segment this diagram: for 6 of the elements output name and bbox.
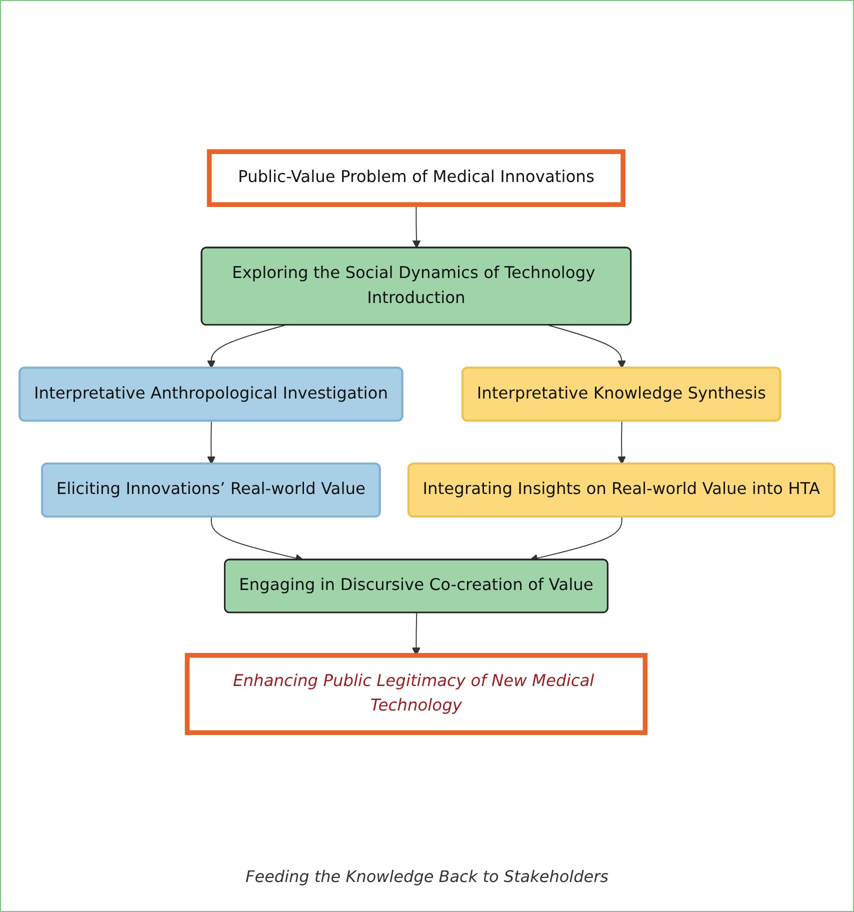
arrow	[207, 421, 216, 465]
arrow	[618, 421, 626, 465]
note-text: Feeding the Knowledge Back to Stakeholders	[246, 866, 608, 886]
node-box: Enhancing Public Legitimacy of New Medical Technology	[184, 653, 648, 736]
node-box: Public-Value Problem of Medical Innovations	[206, 150, 626, 208]
arrow	[548, 325, 626, 369]
